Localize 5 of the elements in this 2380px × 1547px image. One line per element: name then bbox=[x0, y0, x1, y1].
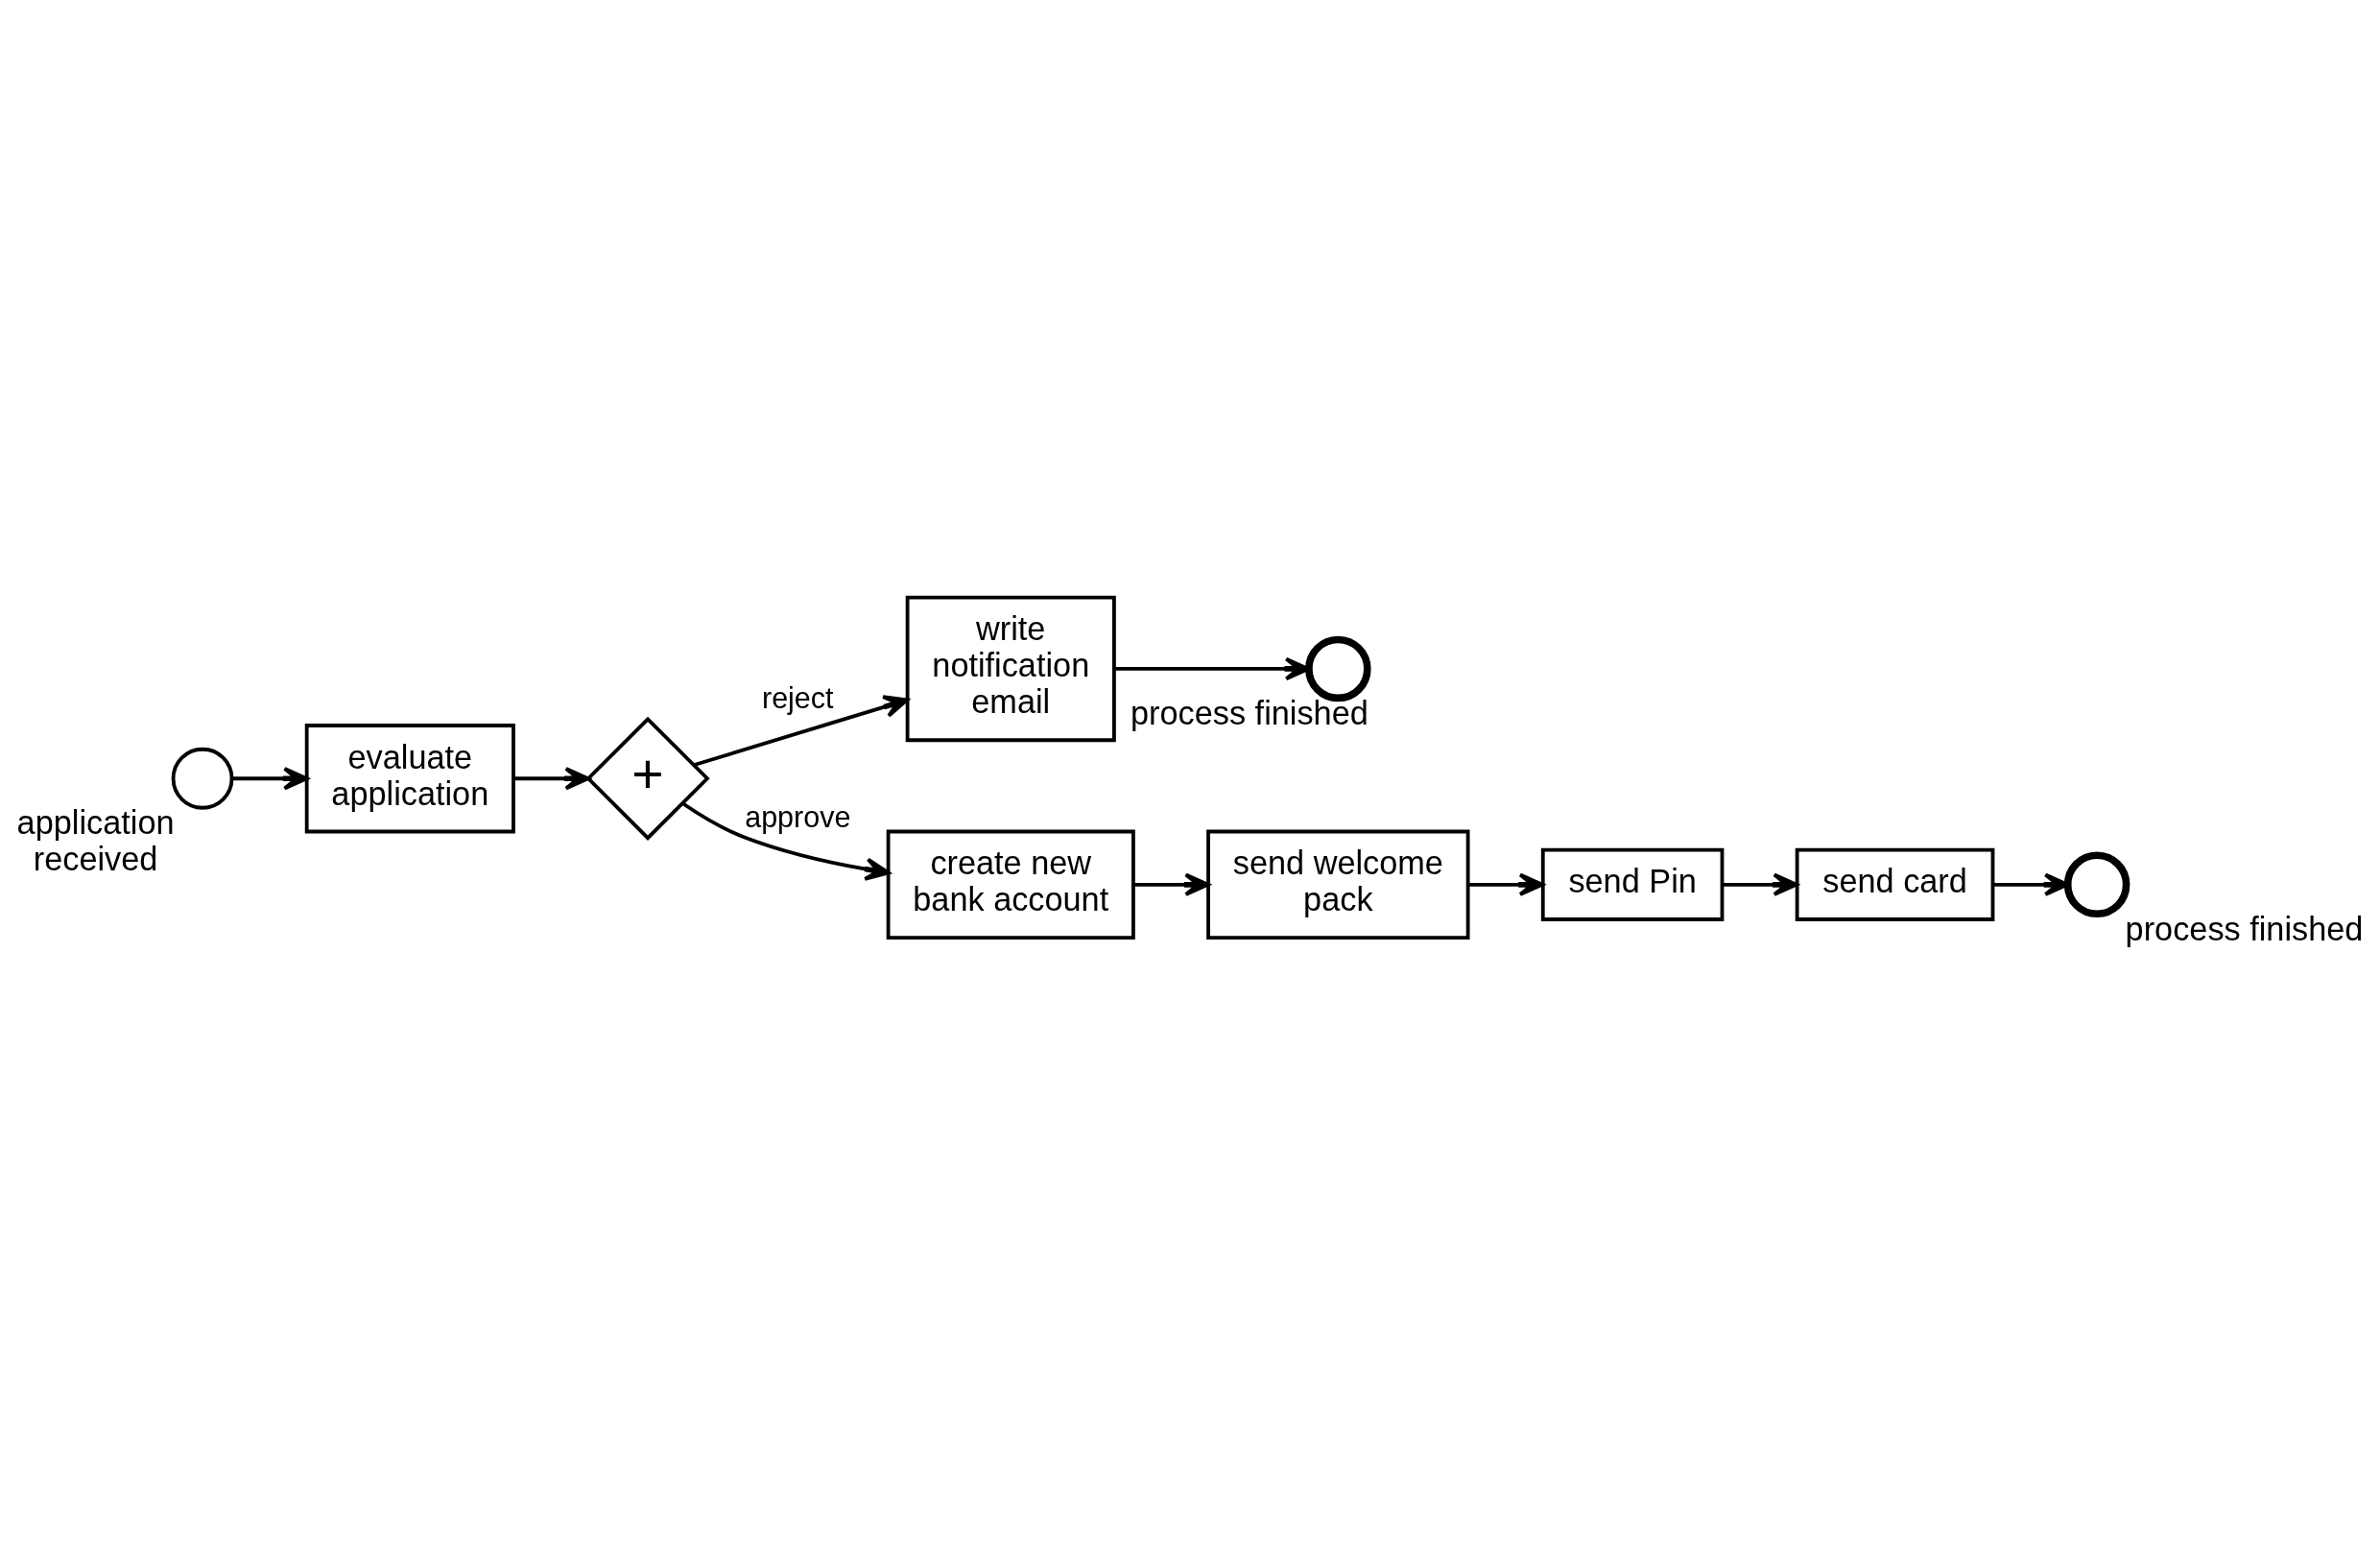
node-label: process finished bbox=[2125, 910, 2364, 947]
node-label: process finished bbox=[1130, 694, 1368, 731]
edge-label: reject bbox=[762, 680, 834, 714]
edge-label: approve bbox=[745, 799, 851, 833]
node-label: application received bbox=[16, 803, 175, 877]
